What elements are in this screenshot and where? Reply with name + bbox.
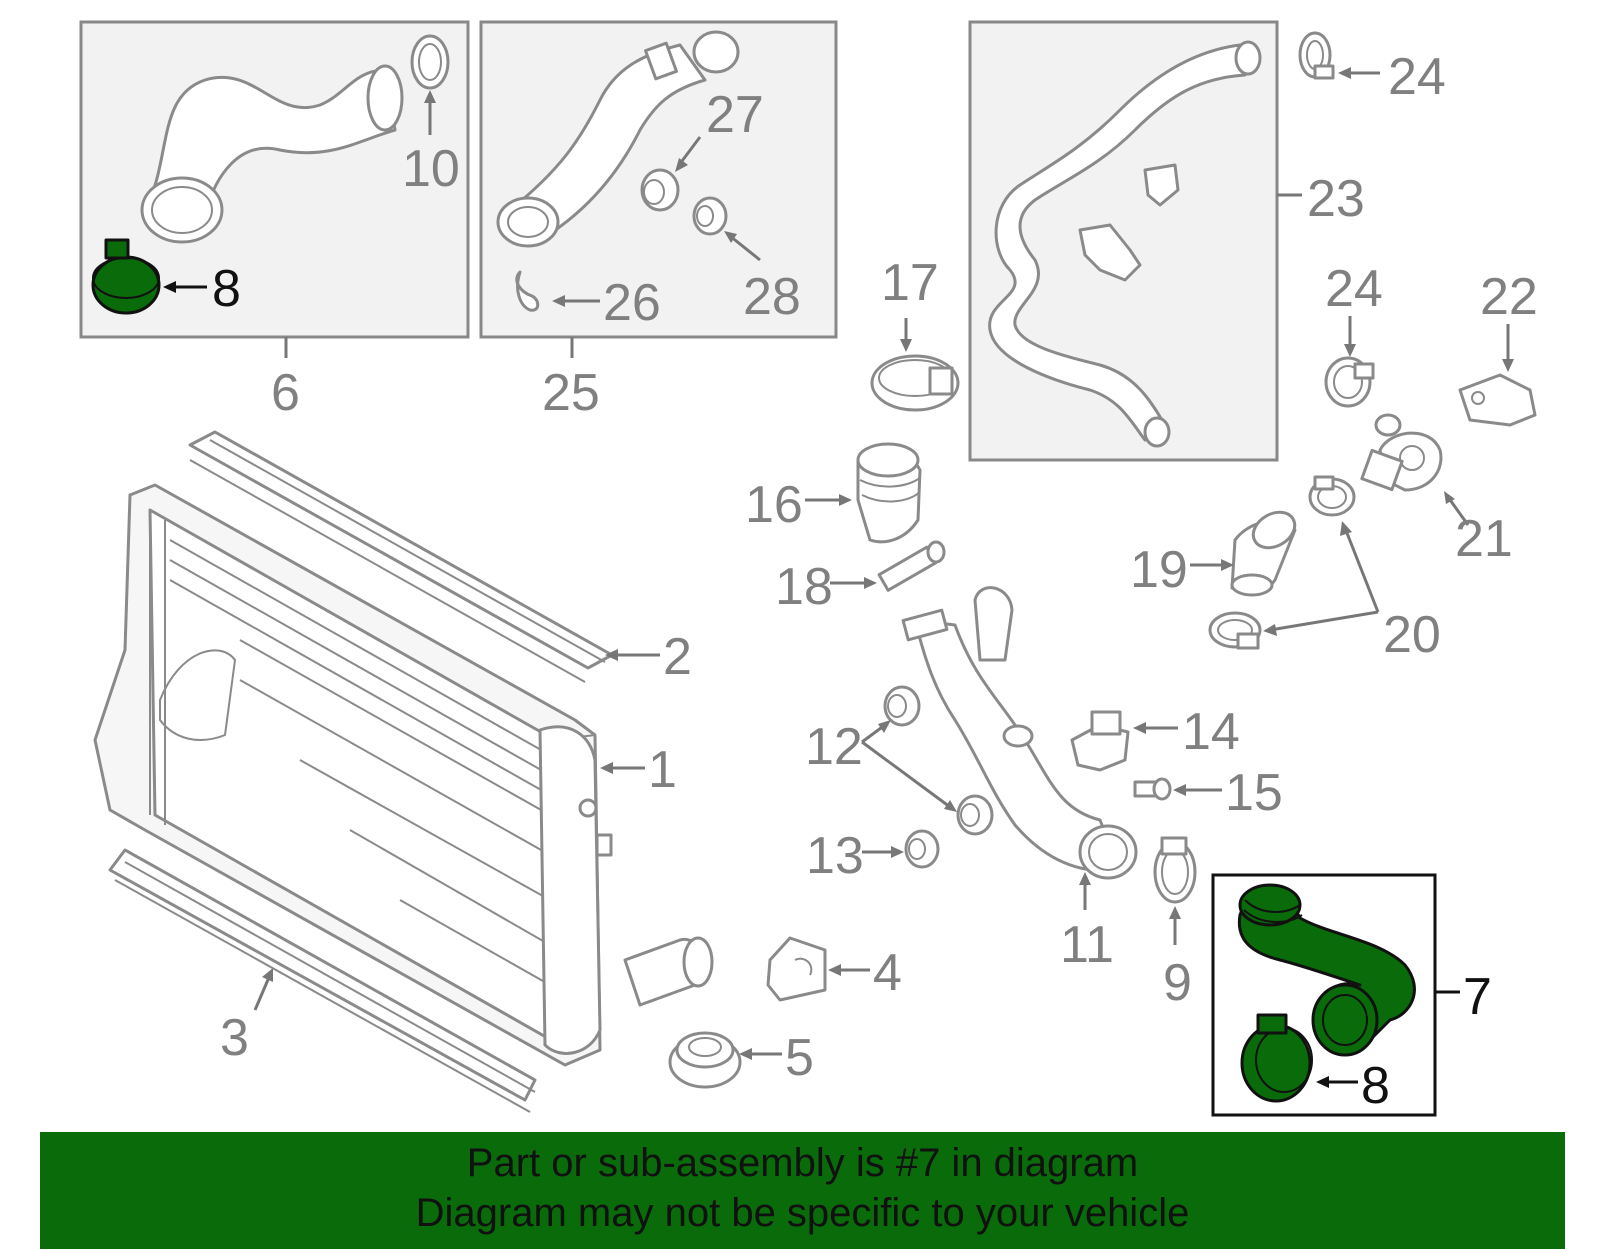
hose-19: [1230, 510, 1297, 597]
callout-24-top[interactable]: 24: [1388, 48, 1446, 106]
bolt-15: [1133, 777, 1172, 801]
intercooler-hose-6: [140, 64, 404, 244]
hose-clamp-9: [1153, 836, 1197, 904]
callout-4[interactable]: 4: [873, 944, 902, 1002]
callout-25[interactable]: 25: [542, 364, 600, 422]
sensor-22: [1458, 373, 1537, 427]
callout-24-mid[interactable]: 24: [1325, 260, 1383, 318]
rubber-mount-5: [668, 1031, 742, 1089]
pressure-sensor-14: [1070, 710, 1130, 772]
callout-17[interactable]: 17: [881, 254, 939, 312]
hose-clamp-20a: [1308, 475, 1356, 517]
callout-16[interactable]: 16: [745, 476, 803, 534]
callout-22[interactable]: 22: [1480, 268, 1538, 326]
callout-23[interactable]: 23: [1307, 170, 1365, 228]
hose-clip-23a: [1143, 163, 1180, 207]
intercooler-1: [93, 483, 714, 1067]
callout-7[interactable]: 7: [1463, 968, 1492, 1026]
hose-clip-23b: [1078, 223, 1142, 282]
callout-14[interactable]: 14: [1182, 703, 1240, 761]
callout-8-top[interactable]: 8: [212, 260, 241, 318]
charge-air-hose-7-highlighted: [1237, 883, 1416, 1057]
callout-12[interactable]: 12: [805, 718, 863, 776]
bushing-13: [904, 829, 940, 869]
seal-ring-10: [410, 34, 450, 90]
callout-1[interactable]: 1: [648, 741, 677, 799]
hose-clamp-24-mid: [1324, 356, 1375, 408]
intercooler-pipe-25: [496, 30, 740, 248]
intercooler-pipe-11: [901, 586, 1138, 880]
callout-6[interactable]: 6: [271, 364, 300, 422]
bushing-28: [692, 196, 728, 236]
callout-27[interactable]: 27: [706, 86, 764, 144]
callout-21[interactable]: 21: [1455, 510, 1513, 568]
hose-clamp-20b: [1208, 611, 1262, 650]
flange-21: [1360, 413, 1443, 492]
mount-bracket-4: [766, 936, 827, 1002]
callout-19[interactable]: 19: [1130, 541, 1188, 599]
callout-15[interactable]: 15: [1225, 764, 1283, 822]
callout-28[interactable]: 28: [743, 268, 801, 326]
air-guide-strip-3: [108, 848, 537, 1113]
sensor-18: [877, 540, 946, 592]
hose-clamp-8-box7-highlighted: [1240, 1013, 1313, 1103]
info-banner: Part or sub-assembly is #7 in diagram Di…: [40, 1132, 1565, 1249]
callout-5[interactable]: 5: [785, 1029, 814, 1087]
callout-2[interactable]: 2: [663, 628, 692, 686]
turbo-boot-16: [856, 442, 922, 544]
callout-8-box7[interactable]: 8: [1361, 1057, 1390, 1115]
hose-clamp-17: [870, 354, 960, 412]
callout-10[interactable]: 10: [402, 140, 460, 198]
grommet-27: [640, 168, 680, 212]
callout-18[interactable]: 18: [775, 558, 833, 616]
callout-13[interactable]: 13: [806, 827, 864, 885]
hose-clamp-8-highlighted: [91, 238, 161, 315]
hose-clamp-24-top: [1298, 31, 1335, 80]
callout-26[interactable]: 26: [603, 274, 661, 332]
callout-20[interactable]: 20: [1383, 606, 1441, 664]
clip-26: [515, 270, 540, 312]
banner-line-1: Part or sub-assembly is #7 in diagram: [466, 1141, 1139, 1185]
callout-3[interactable]: 3: [220, 1009, 249, 1067]
callout-9[interactable]: 9: [1163, 954, 1192, 1012]
intercooler-fin-lines: [169, 539, 551, 986]
callout-11[interactable]: 11: [1060, 916, 1114, 974]
hose-23: [988, 40, 1262, 448]
grommet-12a: [883, 685, 921, 727]
banner-line-2: Diagram may not be specific to your vehi…: [415, 1191, 1190, 1235]
grommet-12b: [956, 794, 994, 836]
